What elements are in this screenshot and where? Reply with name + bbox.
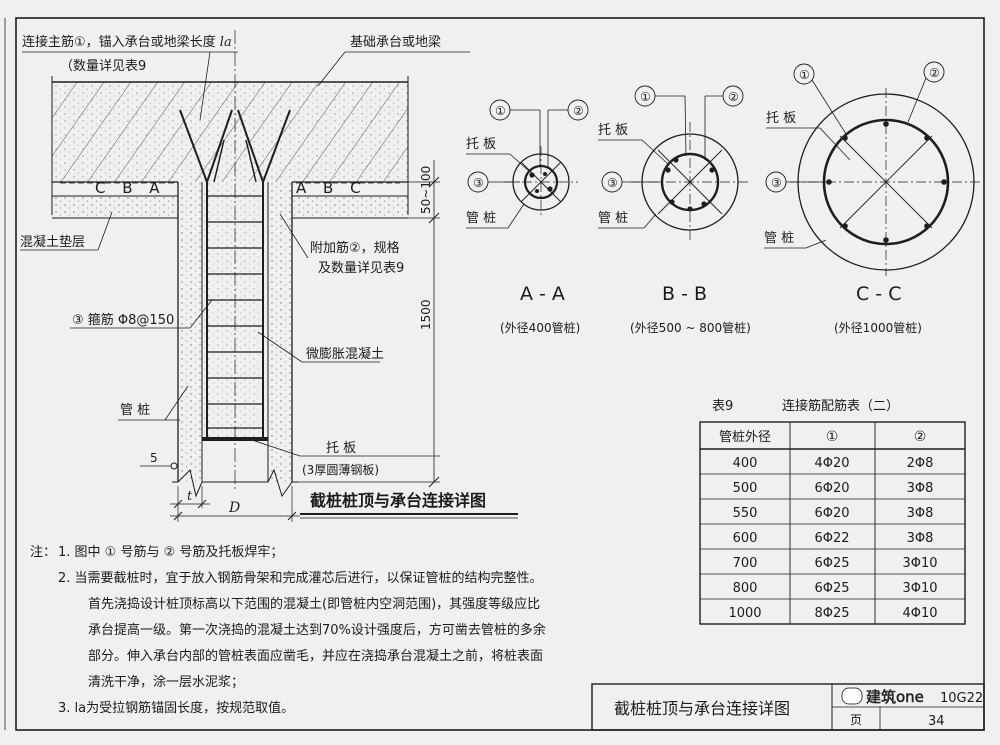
- cap-dots: [52, 82, 408, 182]
- table-number: 表9: [712, 399, 733, 414]
- table-cell: 8Φ25: [814, 606, 849, 621]
- section-cut-marks: C B A A B C: [60, 179, 400, 197]
- table-cell: 4Φ10: [902, 606, 937, 621]
- table-cell: 3Φ8: [907, 481, 934, 496]
- table-title: 连接筋配筋表（二）: [782, 398, 899, 414]
- section-mark-left: C B A: [95, 179, 166, 197]
- note-2-line-2: 首先浇捣设计桩顶标高以下范围的混凝土(即管桩内空洞范围)，其强度等级应比: [88, 596, 540, 612]
- table-cell: 700: [733, 556, 758, 571]
- table-cell: 3Φ8: [907, 531, 934, 546]
- section-a-subtitle: (外径400管桩): [500, 320, 580, 335]
- stirrup-label: ③ 箍筋 Φ8@150: [72, 312, 174, 328]
- sheet-border: [15, 17, 985, 731]
- concrete-label: 微膨胀混凝土: [306, 346, 384, 362]
- table-cell: 550: [733, 506, 758, 521]
- dim-pile-length: 1500: [419, 299, 433, 330]
- watermark-text: 建筑one: [866, 688, 924, 706]
- section-mark-right: A B C: [296, 179, 367, 197]
- table-cell: 6Φ20: [814, 481, 849, 496]
- table-cell: 3Φ10: [902, 581, 937, 596]
- dimensions: 50~100 1500 t D: [170, 160, 440, 522]
- dim-cover: 50~100: [419, 166, 433, 214]
- table-cell: 3Φ10: [902, 556, 937, 571]
- table-cell: 6Φ25: [814, 556, 849, 571]
- table-cell: 6Φ20: [814, 506, 849, 521]
- section-b-pile-label: 管 桩: [598, 211, 628, 226]
- plate-label: 托 板: [326, 441, 356, 456]
- section-c-marker-3: ③: [771, 176, 782, 190]
- elevation-leaders: [20, 51, 470, 470]
- section-a-marker-1: ①: [495, 104, 506, 118]
- section-a-marker-3: ③: [473, 176, 484, 190]
- title-block-title: 截桩桩顶与承台连接详图: [614, 699, 790, 718]
- page-label: 页: [850, 713, 862, 727]
- section-c-plate-label: 托 板: [766, 111, 796, 126]
- section-c-marker-2: ②: [929, 66, 940, 80]
- cap-label: 基础承台或地梁: [350, 35, 441, 50]
- table-cell: 4Φ20: [814, 456, 849, 471]
- note-2-line-3: 承台提高一级。第一次浇捣的混凝土达到70%设计强度后，方可凿去管桩的多余: [88, 622, 546, 638]
- cushion-label: 混凝土垫层: [20, 234, 85, 250]
- table-cell: 800: [733, 581, 758, 596]
- pile-wall-left: [178, 182, 202, 482]
- plate-spec: (3厚圆薄钢板): [302, 462, 379, 477]
- table-cell: 400: [733, 456, 758, 471]
- notes: 注： 1. 图中 ① 号筋与 ② 号筋及托板焊牢； 2. 当需要截桩时，宜于放入…: [30, 544, 546, 716]
- note-2-line-1: 2. 当需要截桩时，宜于放入钢筋骨架和完成灌芯后进行，以保证管桩的结构完整性。: [58, 570, 543, 586]
- weld-symbol: [170, 462, 178, 470]
- note-1: 1. 图中 ① 号筋与 ② 号筋及托板焊牢；: [58, 544, 283, 560]
- table-header-bar1: ①: [826, 429, 839, 445]
- weld-number: 5: [150, 451, 158, 465]
- atlas-number: 10G22: [940, 691, 983, 706]
- section-a-pile-label: 管 桩: [466, 211, 496, 226]
- table-header-diameter: 管桩外径: [719, 430, 771, 445]
- watermark-icon: [841, 687, 863, 705]
- table-cell: 600: [733, 531, 758, 546]
- rebar-table: 表9 连接筋配筋表（二） 管桩外径 ① ② 400 4Φ20 2Φ8 500 6…: [699, 398, 966, 625]
- concrete-cushion: [52, 196, 178, 218]
- section-b-title: B - B: [662, 283, 707, 305]
- section-a-title: A - A: [520, 283, 565, 305]
- section-b-marker-3: ③: [607, 176, 618, 190]
- table-header-bar2: ②: [914, 429, 927, 445]
- top-label-line2: （数量详见表9: [60, 59, 146, 74]
- dim-t: t: [187, 489, 193, 504]
- table-cell: 6Φ25: [814, 581, 849, 596]
- section-b-plate-label: 托 板: [598, 123, 628, 138]
- section-a: ① ② ③ 托 板 管 桩 A - A (外径400管桩): [466, 99, 589, 335]
- table-cell: 3Φ8: [907, 506, 934, 521]
- la-symbol: la: [220, 35, 232, 50]
- title-block: 截桩桩顶与承台连接详图 10G22 页 34 建筑one: [591, 683, 985, 731]
- table-cell: 1000: [728, 606, 761, 621]
- section-a-plate-label: 托 板: [466, 137, 496, 152]
- section-c-title: C - C: [856, 283, 901, 305]
- section-b: ① ② ③ 托 板 管 桩 B - B (外径500 ~ 800管桩): [598, 85, 751, 335]
- section-b-marker-1: ①: [640, 90, 651, 104]
- table-cell: 500: [733, 481, 758, 496]
- pile-label: 管 桩: [120, 403, 150, 418]
- table-cell: 6Φ22: [814, 531, 849, 546]
- page-number: 34: [928, 714, 945, 729]
- section-a-marker-2: ②: [573, 104, 584, 118]
- drawing-title: 截桩桩顶与承台连接详图: [310, 491, 486, 510]
- section-c-subtitle: (外径1000管桩): [834, 320, 922, 335]
- section-b-marker-2: ②: [728, 90, 739, 104]
- top-label-line1: 连接主筋①，锚入承台或地梁长度 la: [22, 34, 232, 50]
- section-c: ① ② ③ 托 板 管 桩 C - C (外径1000管桩): [764, 61, 982, 335]
- dim-D: D: [228, 500, 240, 516]
- elevation-view: C B A A B C 50~100 1500 t D: [20, 30, 518, 522]
- note-3: 3. la为受拉钢筋锚固长度，按规范取值。: [58, 700, 294, 716]
- table-cell: 2Φ8: [907, 456, 934, 471]
- section-b-subtitle: (外径500 ~ 800管桩): [630, 320, 751, 335]
- section-c-pile-label: 管 桩: [764, 231, 794, 246]
- notes-prefix: 注：: [30, 545, 56, 560]
- section-c-marker-1: ①: [799, 68, 810, 82]
- extra-bar-label-2: 及数量详见表9: [318, 261, 404, 276]
- note-2-line-4: 部分。伸入承台内部的管桩表面应凿毛，并应在浇捣承台混凝土之前，将桩表面: [88, 648, 543, 664]
- pile-wall-right: [268, 182, 292, 482]
- note-2-line-5: 清洗干净，涂一层水泥浆；: [88, 674, 244, 690]
- extra-bar-label-1: 附加筋②，规格: [310, 240, 400, 256]
